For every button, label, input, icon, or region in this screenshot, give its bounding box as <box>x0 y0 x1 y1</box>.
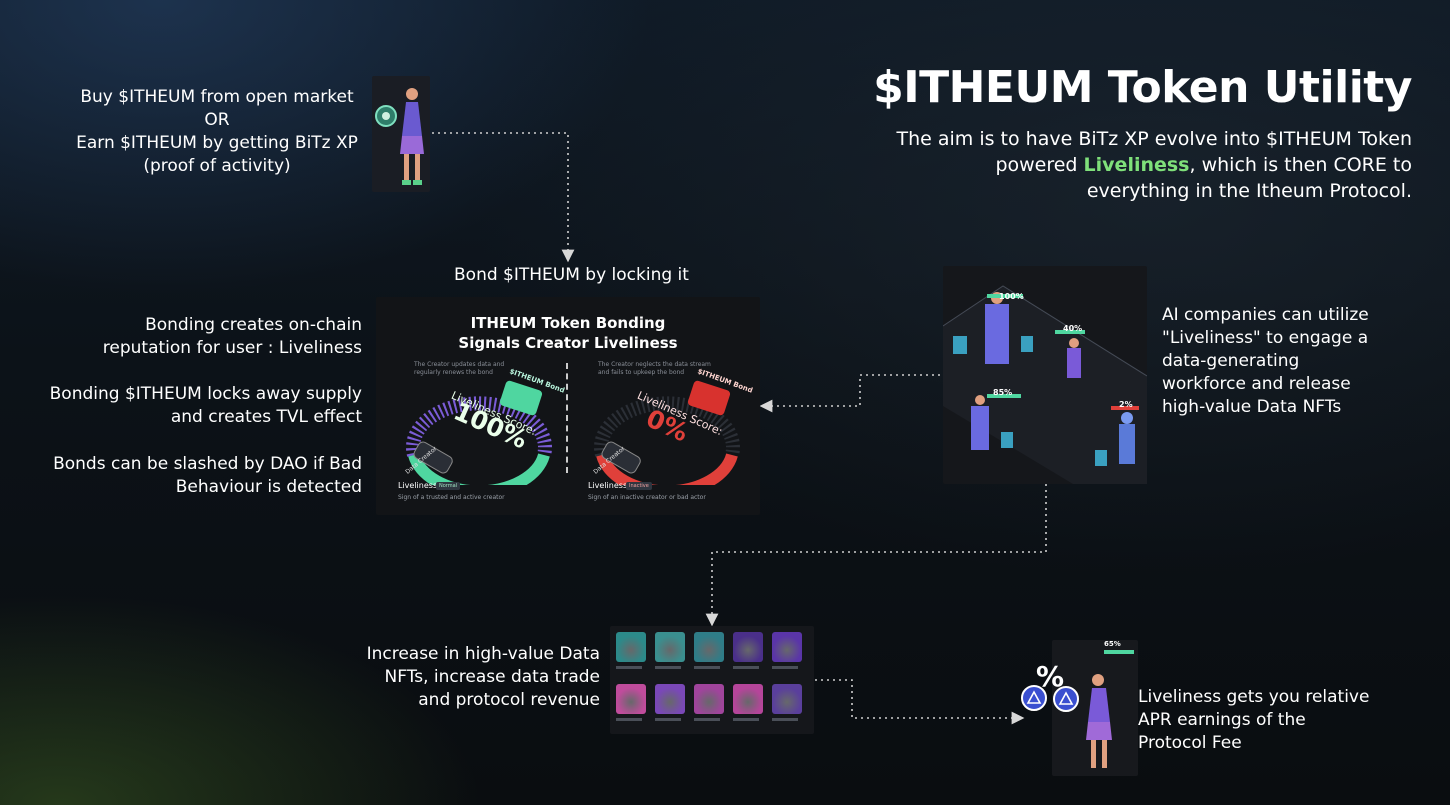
bonding-note-2-line-1: Bonding $ITHEUM locks away supply <box>49 384 362 404</box>
data-nft-caption-bar <box>616 666 642 669</box>
buy-itheum-text: Buy $ITHEUM from open market OR Earn $IT… <box>62 86 372 178</box>
data-nft-tile <box>616 632 646 669</box>
data-nft-caption-bar <box>694 666 720 669</box>
ai-line-2: "Liveliness" to engage a <box>1162 328 1369 348</box>
apr-score: 65% <box>1104 640 1121 648</box>
apr-figure-icon <box>1086 650 1134 768</box>
bonding-panel: ITHEUM Token Bonding Signals Creator Liv… <box>376 297 760 515</box>
data-nft-gallery <box>610 626 814 734</box>
data-nft-tile <box>733 632 763 669</box>
nft-revenue-text: Increase in high-value Data NFTs, increa… <box>330 643 600 712</box>
ai-line-3: data-generating <box>1162 351 1300 371</box>
subtitle-line-2: powered Liveliness, which is then CORE t… <box>812 152 1412 178</box>
data-nft-caption-bar <box>655 666 681 669</box>
buy-line-2: OR <box>204 110 230 130</box>
ai-line-1: AI companies can utilize <box>1162 305 1369 325</box>
apr-line-1: Liveliness gets you relative <box>1138 687 1370 707</box>
apr-line-2: APR earnings of the <box>1138 710 1306 730</box>
data-nft-caption-bar <box>616 718 642 721</box>
subtitle-line-1: The aim is to have BiTz XP evolve into $… <box>896 128 1412 150</box>
left-status-label: Liveliness <box>398 481 438 490</box>
panel-divider <box>566 363 568 473</box>
buy-line-4: (proof of activity) <box>143 156 291 176</box>
subtitle-line-3: everything in the Itheum Protocol. <box>1086 180 1412 202</box>
page-subtitle: The aim is to have BiTz XP evolve into $… <box>812 126 1412 204</box>
bonding-note-1-line-2: reputation for user : Liveliness <box>102 338 362 358</box>
right-caption: The Creator neglects the data stream and… <box>598 361 711 376</box>
ai-workforce-illustration: 100% 40% 85% 2% <box>942 266 1148 484</box>
right-score-gauge <box>594 380 740 485</box>
ai-line-5: high-value Data NFTs <box>1162 397 1342 417</box>
bonding-note-3: Bonds can be slashed by DAO if Bad Behav… <box>20 453 362 499</box>
buyer-figure-icon <box>375 88 424 185</box>
nft-line-2: NFTs, increase data trade <box>384 667 600 687</box>
bonding-note-1-line-1: Bonding creates on-chain <box>145 315 362 335</box>
apr-text: Liveliness gets you relative APR earning… <box>1138 686 1428 755</box>
workforce-grid-graphic <box>942 285 1148 484</box>
data-nft-caption-bar <box>733 666 759 669</box>
buyer-illustration <box>372 76 430 192</box>
left-score-gauge <box>406 380 552 485</box>
bonding-note-2: Bonding $ITHEUM locks away supply and cr… <box>20 383 362 429</box>
data-nft-tile <box>694 684 724 721</box>
data-nft-caption-bar <box>694 718 720 721</box>
ai-score-4: 2% <box>1119 400 1133 409</box>
data-nft-tile <box>694 632 724 669</box>
buy-line-1: Buy $ITHEUM from open market <box>80 87 354 107</box>
right-status-label: Liveliness <box>588 481 628 490</box>
buy-line-3: Earn $ITHEUM by getting BiTz XP <box>76 133 358 153</box>
ai-score-2: 40% <box>1063 324 1083 333</box>
data-nft-caption-bar <box>772 718 798 721</box>
subtitle-line-2-prefix: powered <box>995 154 1084 176</box>
left-footer: Sign of a trusted and active creator <box>398 494 505 501</box>
data-nft-tile <box>772 632 802 669</box>
ai-score-1: 100% <box>999 292 1024 301</box>
apr-line-3: Protocol Fee <box>1138 733 1242 753</box>
right-footer: Sign of an inactive creator or bad actor <box>588 494 706 501</box>
data-nft-caption-bar <box>733 718 759 721</box>
data-nft-tile <box>655 684 685 721</box>
left-status-badge: Normal <box>436 482 461 490</box>
ai-line-4: workforce and release <box>1162 374 1351 394</box>
bonding-note-1: Bonding creates on-chain reputation for … <box>40 314 362 360</box>
right-status-badge: Inactive <box>626 482 652 490</box>
bond-label: Bond $ITHEUM by locking it <box>454 265 689 285</box>
nft-line-3: and protocol revenue <box>418 690 600 710</box>
data-nft-tile <box>733 684 763 721</box>
data-nft-caption-bar <box>655 718 681 721</box>
ai-companies-text: AI companies can utilize "Liveliness" to… <box>1162 304 1422 419</box>
apr-illustration: 65% <box>1052 640 1138 776</box>
subtitle-line-2-suffix: , which is then CORE to <box>1189 154 1413 176</box>
bonding-note-2-line-2: and creates TVL effect <box>170 407 362 427</box>
data-nft-tile <box>616 684 646 721</box>
bonding-note-3-line-1: Bonds can be slashed by DAO if Bad <box>53 454 362 474</box>
bonding-note-3-line-2: Behaviour is detected <box>175 477 362 497</box>
data-nft-tile <box>655 632 685 669</box>
nft-line-1: Increase in high-value Data <box>366 644 600 664</box>
left-caption: The Creator updates data and regularly r… <box>414 361 505 376</box>
ai-score-3: 85% <box>993 388 1013 397</box>
bonding-panel-title-2: Signals Creator Liveliness <box>458 334 678 352</box>
page-title: $ITHEUM Token Utility <box>873 62 1412 113</box>
itheum-coins-icon <box>1021 685 1079 712</box>
bonding-panel-title-1: ITHEUM Token Bonding <box>470 314 666 332</box>
data-nft-caption-bar <box>772 666 798 669</box>
liveliness-highlight: Liveliness <box>1083 154 1190 176</box>
data-nft-tile <box>772 684 802 721</box>
